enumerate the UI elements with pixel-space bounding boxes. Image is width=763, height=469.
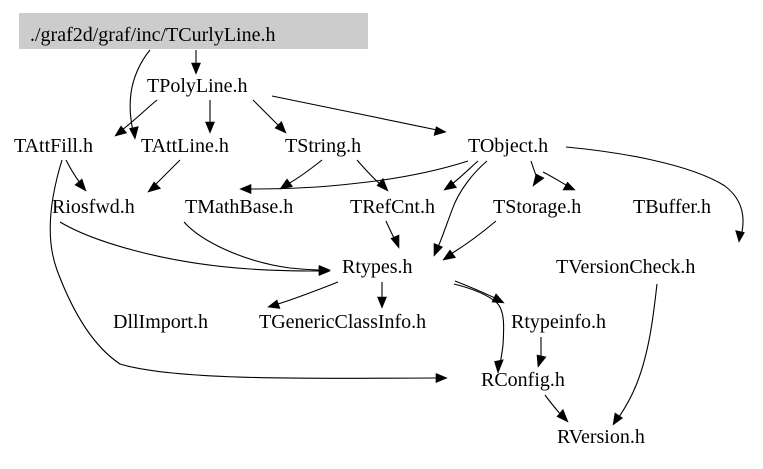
node-tstorage[interactable]: TStorage.h [493,196,581,218]
root-node-box [19,13,368,49]
edge-tattfill-to-rconfig [49,159,448,383]
edge-tobject-to-tversioncheck [565,146,745,243]
edge-rconfig-to-rversion [544,394,569,423]
edge-rtypes-to-rtypeinfo [454,280,505,304]
node-rversion[interactable]: RVersion.h [557,426,645,448]
node-tpolyline[interactable]: TPolyLine.h [147,75,248,97]
edge-rtypes-to-rconfig [453,283,505,374]
edge-tobject-to-tstorage [530,160,545,187]
edge-rtypes-to-tgenericclassinfo [377,282,387,309]
edge-tattfill-to-riosfwd [65,159,87,192]
node-tgenericclassinfo[interactable]: TGenericClassInfo.h [259,311,426,333]
node-root[interactable]: ./graf2d/graf/inc/TCurlyLine.h [30,24,275,46]
node-rconfig[interactable]: RConfig.h [481,369,565,391]
edge-trefcnt-to-rtypes [385,220,400,249]
edge-rtypes-to-dllimport [267,281,339,309]
node-tmathbase[interactable]: TMathBase.h [185,196,293,218]
node-tattfill[interactable]: TAttFill.h [14,135,93,157]
node-riosfwd[interactable]: Riosfwd.h [52,196,135,218]
node-tattline[interactable]: TAttLine.h [141,135,229,157]
edge-root-to-tpolyline [191,50,201,75]
node-tobject[interactable]: TObject.h [468,135,548,157]
edge-rtypeinfo-to-rconfig [536,336,547,368]
edge-tstring-to-tmathbase [279,159,323,190]
edge-tobject-to-tmathbase [239,160,469,194]
nodes-layer: ./graf2d/graf/inc/TCurlyLine.h TPolyLine… [14,24,711,448]
node-rtypes[interactable]: Rtypes.h [342,256,413,278]
node-trefcnt[interactable]: TRefCnt.h [350,196,435,218]
node-tbuffer[interactable]: TBuffer.h [633,196,711,218]
edge-tpolyline-to-tobject [271,95,447,136]
edge-tmathbase-to-rtypes [183,221,331,275]
edge-tpolyline-to-tattfill [114,99,158,137]
edge-tstorage-to-rtypes [442,220,497,261]
node-dllimport[interactable]: DllImport.h [113,311,208,333]
edge-tpolyline-to-tattline [205,99,215,134]
edge-tobject-to-trefcnt [443,160,479,191]
node-tstring[interactable]: TString.h [285,135,361,157]
node-rtypeinfo[interactable]: Rtypeinfo.h [511,311,606,333]
edge-tpolyline-to-tstring [252,99,287,134]
edge-tobject-to-tbuffer [542,171,576,191]
edge-tattline-to-riosfwd [147,159,181,193]
edge-tversioncheck-to-rversion [612,283,658,426]
edge-tstring-to-trefcnt [356,159,389,192]
edge-tobject-to-rtypes [433,160,488,257]
edges-layer [49,49,745,426]
node-tversioncheck[interactable]: TVersionCheck.h [556,256,695,278]
